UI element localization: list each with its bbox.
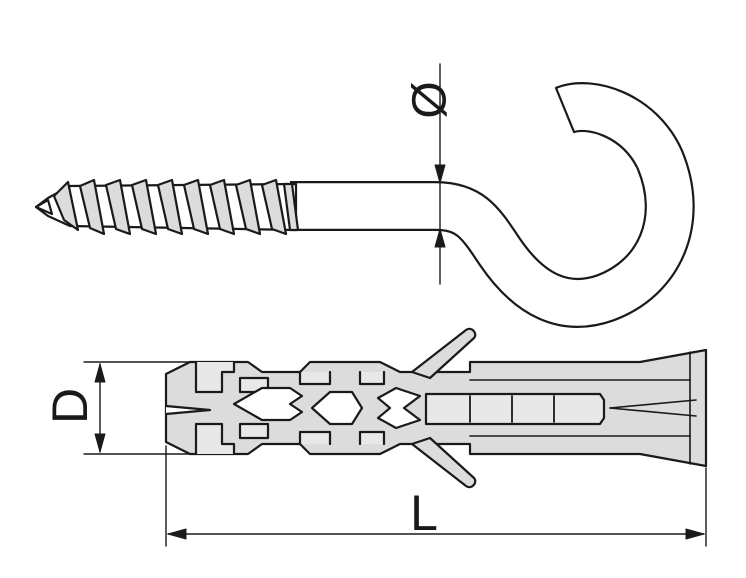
l-arrow-right: [685, 528, 705, 540]
l-dimension: L: [165, 445, 707, 547]
d-label: D: [42, 388, 98, 424]
plug-window-segments: [469, 395, 555, 423]
plug-window: [424, 392, 606, 426]
plug-cross-pattern: [232, 386, 422, 430]
screw-hook: [34, 82, 695, 328]
plug-rear-lines: [469, 351, 697, 465]
screw-threads: [52, 178, 300, 236]
d-dimension: D: [42, 361, 191, 455]
plug-ridges: [194, 360, 386, 456]
wall-plug: [164, 327, 708, 489]
hook-end: [554, 86, 576, 134]
l-arrow-left: [167, 528, 187, 540]
plug-slot: [164, 404, 212, 416]
diameter-arrow-bottom: [434, 228, 446, 248]
d-arrow-bottom: [94, 433, 106, 453]
hook-wire-core: [290, 84, 693, 326]
diameter-dimension: Ø: [404, 63, 457, 285]
plug-wing-bottom: [410, 436, 477, 489]
screw-tip: [34, 198, 54, 216]
d-arrow-top: [94, 363, 106, 383]
l-label: L: [410, 485, 438, 541]
diameter-label: Ø: [404, 81, 457, 118]
plug-wing-top: [410, 327, 477, 380]
diameter-arrow-top: [434, 164, 446, 184]
